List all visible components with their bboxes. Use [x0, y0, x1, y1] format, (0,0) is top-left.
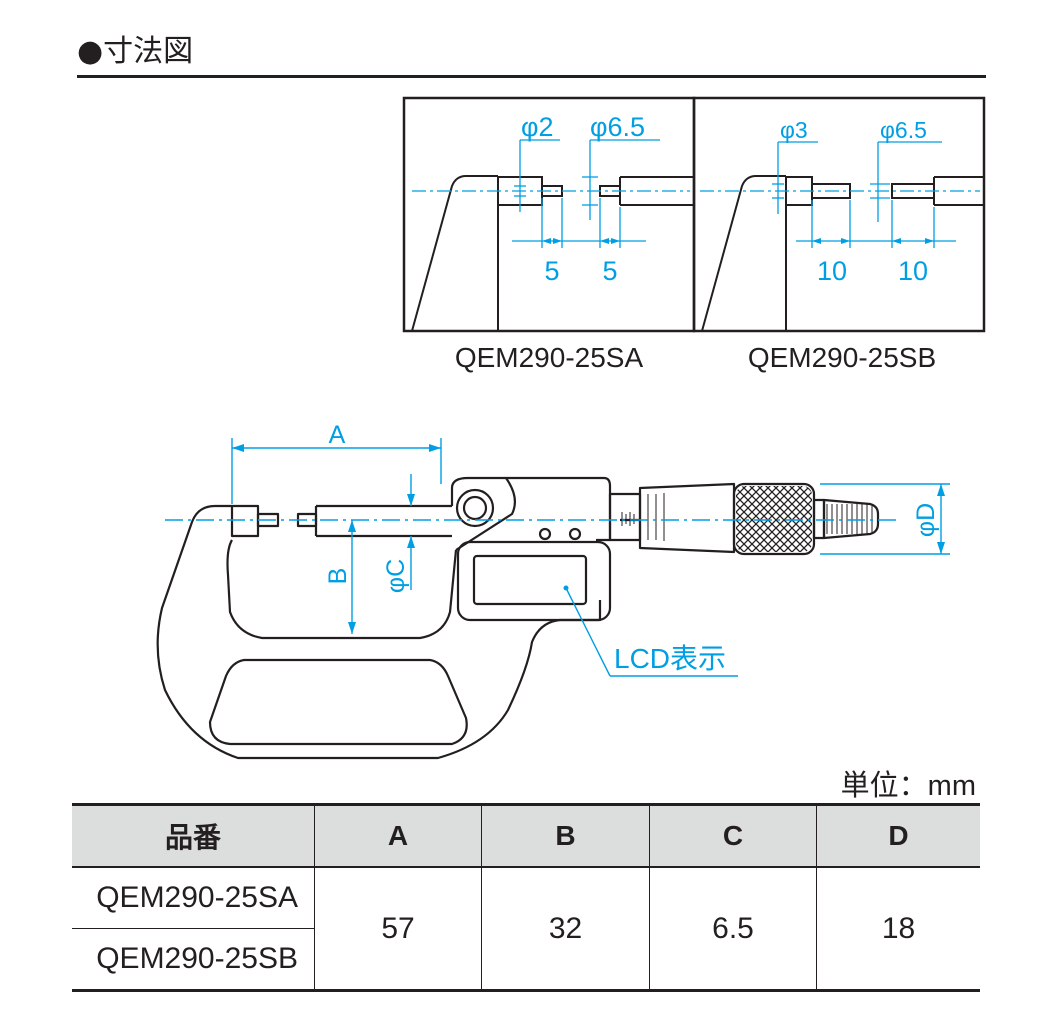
- detail-sb-dimensions: [700, 141, 980, 248]
- anvil: [230, 504, 260, 538]
- label-a: A: [329, 421, 346, 449]
- knurl-texture: [736, 486, 812, 552]
- detail-sa-dia-large: φ6.5: [590, 112, 645, 142]
- detail-sa-dimensions: [412, 139, 690, 248]
- dimension-drawing: φ2 φ6.5 5 5 φ3 φ6.5 10 10 QEM290-25SA QE…: [156, 96, 986, 760]
- thimble-graduations: [621, 493, 665, 541]
- value-b: 32: [481, 867, 650, 992]
- spec-table: 品番 A B C D QEM290-25SA 57 32 6.5 18 QEM2…: [72, 803, 980, 992]
- detail-sb-drawing: [701, 175, 984, 332]
- body-housing: [450, 476, 612, 542]
- frame-inner: [226, 539, 458, 640]
- detail-panel-sb: [692, 96, 986, 333]
- table-header-row: 品番 A B C D: [72, 803, 980, 868]
- micrometer-outline: [156, 476, 880, 760]
- detail-sa-drawing: [411, 175, 694, 332]
- ratchet-ribs: [826, 504, 874, 534]
- detail-sb-len-2: 10: [898, 256, 928, 286]
- model-cell: QEM290-25SA: [72, 867, 315, 929]
- table-row: QEM290-25SA 57 32 6.5 18: [72, 867, 980, 992]
- detail-sb-dia-large: φ6.5: [880, 117, 927, 143]
- model-cell: QEM290-25SB: [72, 928, 315, 992]
- thimble: [638, 482, 736, 554]
- label-d: φD: [912, 503, 940, 537]
- frame-outer: [156, 504, 602, 760]
- unit-label: 単位：mm: [840, 770, 976, 802]
- value-d: 18: [816, 867, 980, 992]
- detail-sa-model: QEM290-25SA: [455, 342, 644, 373]
- detail-sa-len-2: 5: [602, 256, 617, 286]
- lcd-housing: [456, 540, 612, 622]
- sleeve: [608, 492, 642, 542]
- label-c: φC: [382, 559, 410, 593]
- frame-grip: [208, 658, 468, 746]
- detail-sa-dia-small: φ2: [521, 112, 554, 142]
- lcd-screen: [472, 554, 588, 606]
- detail-sa-len-1: 5: [544, 256, 559, 286]
- header-model: 品番: [72, 803, 315, 868]
- header-d: D: [816, 803, 980, 868]
- detail-sb-dia-small: φ3: [780, 117, 808, 143]
- value-c: 6.5: [649, 867, 817, 992]
- detail-panels: [402, 96, 986, 333]
- label-b: B: [324, 568, 352, 585]
- main-dimensions: [165, 438, 950, 677]
- page-title: ●寸法図: [77, 34, 194, 69]
- value-a: 57: [314, 867, 482, 992]
- table-row: QEM290-25SB: [72, 928, 980, 992]
- title-underline: [77, 75, 986, 78]
- lcd-label: LCD表示: [614, 643, 726, 674]
- detail-sb-model: QEM290-25SB: [748, 342, 936, 373]
- header-c: C: [649, 803, 817, 868]
- header-b: B: [481, 803, 650, 868]
- header-a: A: [314, 803, 482, 868]
- detail-sb-len-1: 10: [817, 256, 847, 286]
- lock-ring: [455, 488, 495, 528]
